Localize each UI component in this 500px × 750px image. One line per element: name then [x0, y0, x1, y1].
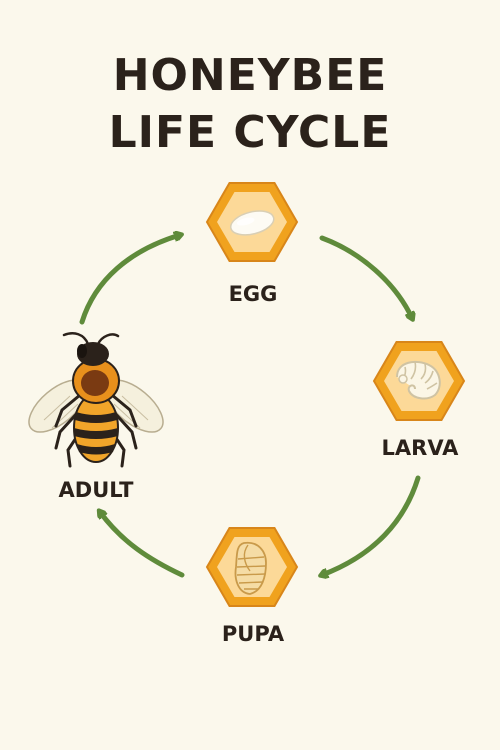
stage-label-larva: LARVA	[381, 436, 459, 460]
title-line-2: LIFE CYCLE	[108, 107, 392, 158]
arrow-egg-to-larva	[319, 235, 412, 318]
arrow-larva-to-pupa	[322, 475, 421, 575]
stage-label-egg: EGG	[228, 282, 278, 306]
egg-icon	[229, 210, 275, 236]
title-line-1: HONEYBEE	[112, 50, 388, 101]
larva-hexagon	[372, 341, 466, 421]
arrow-adult-to-egg	[79, 235, 180, 325]
pupa-icon	[234, 541, 267, 595]
bee-icon	[28, 332, 164, 468]
larva-icon	[396, 360, 441, 400]
stage-label-adult: ADULT	[58, 478, 134, 502]
pupa-hexagon	[205, 527, 299, 607]
stage-label-pupa: PUPA	[221, 622, 285, 646]
egg-hexagon	[205, 182, 299, 262]
arrow-pupa-to-adult	[100, 512, 185, 578]
